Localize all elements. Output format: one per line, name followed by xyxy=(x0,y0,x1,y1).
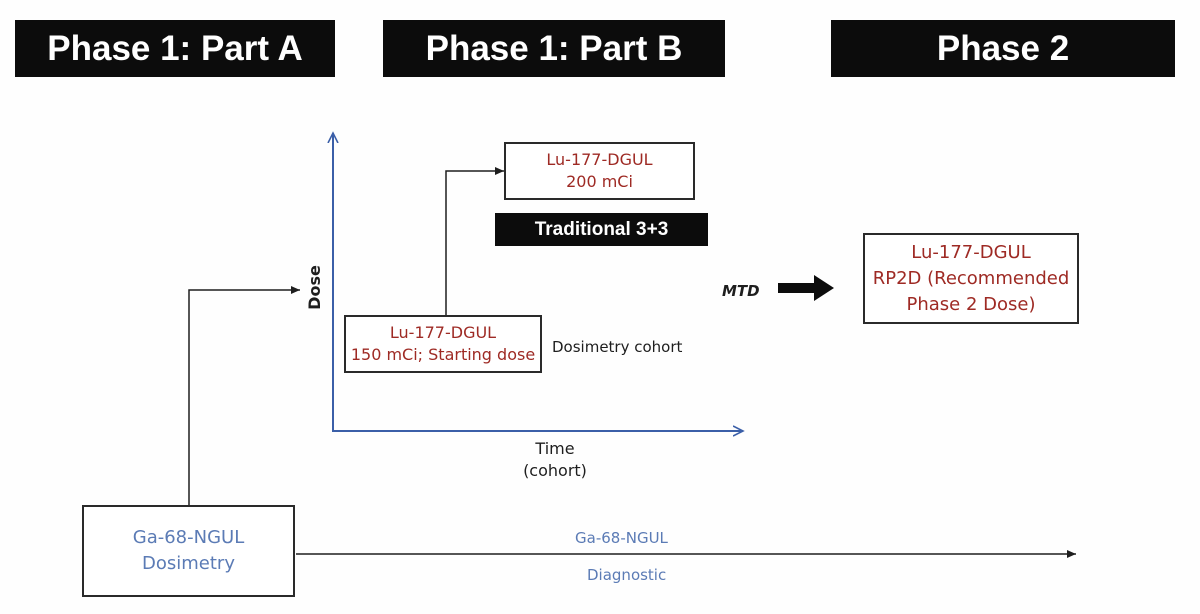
ga68-to-dose-connector xyxy=(188,286,300,505)
dose-200-box: Lu-177-DGUL 200 mCi xyxy=(504,142,695,200)
ga68-line1: Ga-68-NGUL xyxy=(132,527,245,548)
rp2d-line2: RP2D (Recommended xyxy=(872,267,1070,289)
rp2d-line1: Lu-177-DGUL xyxy=(911,241,1031,263)
diagnostic-agent-label: Ga-68-NGUL xyxy=(575,529,668,547)
mtd-label: MTD xyxy=(722,282,760,300)
phase-1-part-a-header: Phase 1: Part A xyxy=(15,20,335,77)
x-axis-label: Time (cohort) xyxy=(510,438,600,482)
ga68-dosimetry-box: Ga-68-NGUL Dosimetry xyxy=(82,505,295,597)
dose-200-line1: Lu-177-DGUL xyxy=(546,150,653,169)
starting-dose-line2: 150 mCi; Starting dose xyxy=(350,345,536,364)
starting-dose-line1: Lu-177-DGUL xyxy=(389,323,497,342)
diagnostic-label: Diagnostic xyxy=(587,566,667,584)
escalation-connector xyxy=(445,167,504,316)
starting-dose-box: Lu-177-DGUL 150 mCi; Starting dose xyxy=(344,315,542,373)
dosimetry-cohort-label: Dosimetry cohort xyxy=(552,338,683,356)
dose-200-line2: 200 mCi xyxy=(566,172,633,191)
ga68-line2: Dosimetry xyxy=(142,553,235,574)
y-axis-label: Dose xyxy=(304,265,324,310)
x-axis-label-line2: (cohort) xyxy=(523,461,587,480)
mtd-arrow xyxy=(778,275,834,301)
rp2d-box: Lu-177-DGUL RP2D (Recommended Phase 2 Do… xyxy=(863,233,1079,324)
rp2d-line3: Phase 2 Dose) xyxy=(906,293,1036,315)
traditional-3-3-label: Traditional 3+3 xyxy=(495,213,708,246)
phase-2-header: Phase 2 xyxy=(831,20,1175,77)
x-axis-label-line1: Time xyxy=(535,439,575,458)
phase-1-part-b-header: Phase 1: Part B xyxy=(383,20,725,77)
